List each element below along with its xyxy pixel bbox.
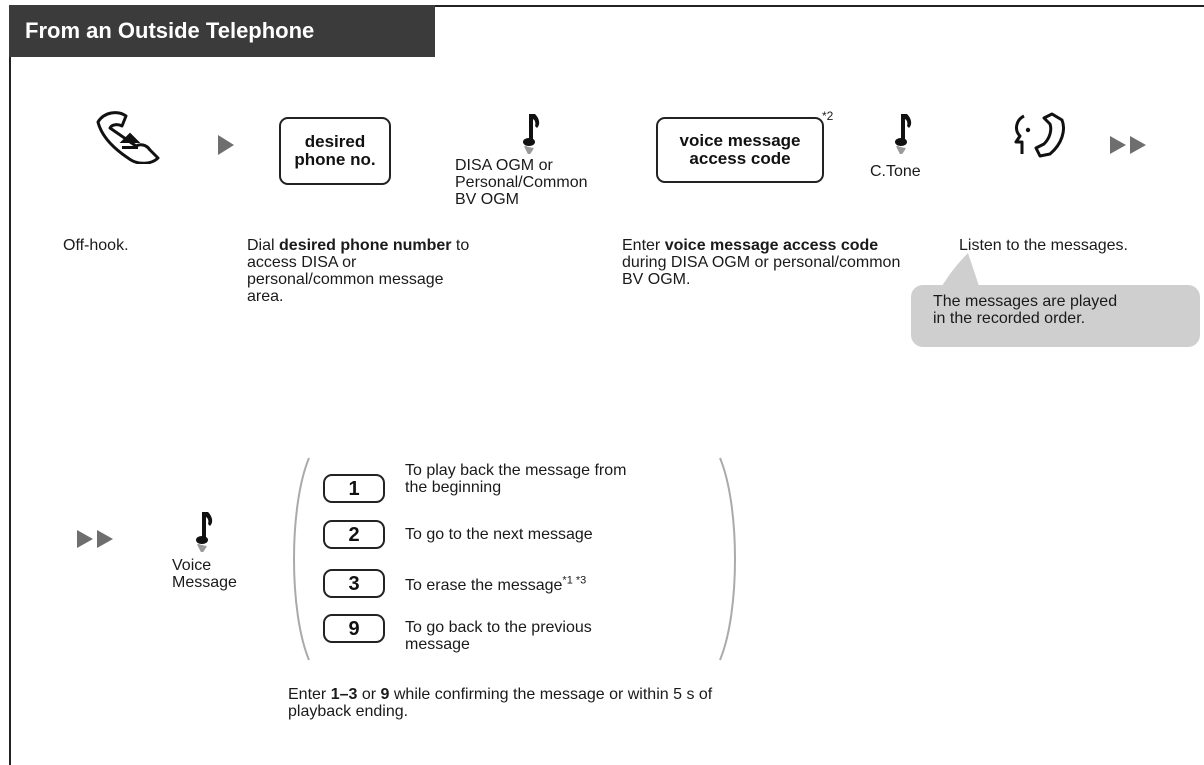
access-code-footnote: *2 [822,109,834,123]
listen-description: Listen to the messages. [959,237,1128,254]
options-footer-note: Enter 1–3 or 9 while confirming the mess… [288,686,713,720]
off-hook-description: Off-hook. [63,237,129,254]
dial-key-3: 3 [323,569,385,598]
music-note-tone-icon [196,512,213,552]
dial-key-9: 9 [323,614,385,643]
dial-key-2: 2 [323,520,385,549]
option-1-text: To play back the message from the beginn… [405,462,627,496]
enter-code-description: Enter voice message access code during D… [622,237,901,288]
dial-description: Dial desired phone number to access DISA… [247,237,470,305]
option-3-text: To erase the message*1 *3 [405,574,587,594]
listening-ear-handset-icon [1014,112,1065,158]
disa-ogm-label: DISA OGM or Personal/Common BV OGM [455,157,588,208]
page-frame [9,5,1204,765]
right-parenthesis [719,457,736,661]
voice-message-label: Voice Message [172,557,237,591]
callout-tail [940,253,980,289]
option-2-text: To go to the next message [405,526,593,543]
triangle-right-arrow-icon [218,135,234,155]
off-hook-handset-icon [96,111,160,164]
option-9-text: To go back to the previous message [405,619,592,653]
c-tone-label: C.Tone [870,163,921,180]
voice-message-access-code-key: voice message access code [656,117,824,183]
desired-phone-no-key: desired phone no. [279,117,391,185]
double-triangle-arrow-icon [1110,136,1146,154]
section-title: From an Outside Telephone [9,5,435,57]
double-triangle-arrow-icon [77,530,113,548]
music-note-tone-icon [895,114,912,154]
left-parenthesis [293,457,310,661]
music-note-tone-icon [523,114,540,154]
dial-key-1: 1 [323,474,385,503]
playback-order-callout: The messages are played in the recorded … [911,285,1200,347]
